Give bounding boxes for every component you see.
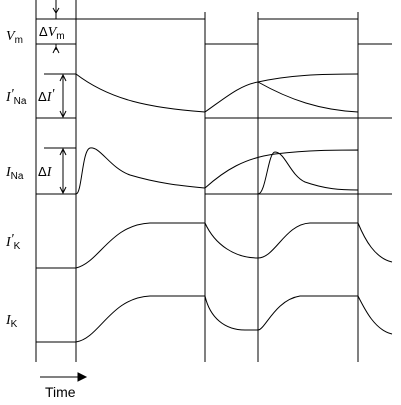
- delta-i-arrow: [59, 147, 67, 195]
- label-delta-i: ΔI: [38, 164, 53, 180]
- label-ina-prime: I'Na: [5, 87, 27, 107]
- time-arrow: [40, 372, 88, 382]
- ina-prime-decay-curve: [257, 81, 359, 113]
- ik-prime-trace: [36, 222, 393, 269]
- ik-trace: [36, 295, 393, 343]
- ina-trace: [36, 147, 392, 195]
- ina-prime-trace: [36, 72, 392, 119]
- label-delta-i-prime: ΔI': [38, 87, 55, 105]
- ina-prime-rise-curve: [204, 73, 359, 113]
- vm-trace: [36, 18, 392, 45]
- delta-i-prime-arrow: [59, 73, 67, 119]
- label-delta-vm: ΔVm: [39, 24, 65, 42]
- delta-vm-arrow: [52, 0, 60, 54]
- label-ina: INa: [5, 165, 24, 182]
- ina-off-rise-curve: [204, 149, 359, 194]
- label-ik: IK: [5, 313, 18, 330]
- label-vm: Vm: [6, 29, 23, 46]
- time-markers: [35, 0, 359, 362]
- time-label: Time: [45, 384, 76, 400]
- label-ik-prime: I'K: [5, 232, 21, 252]
- ina-second-peak-curve: [257, 151, 359, 195]
